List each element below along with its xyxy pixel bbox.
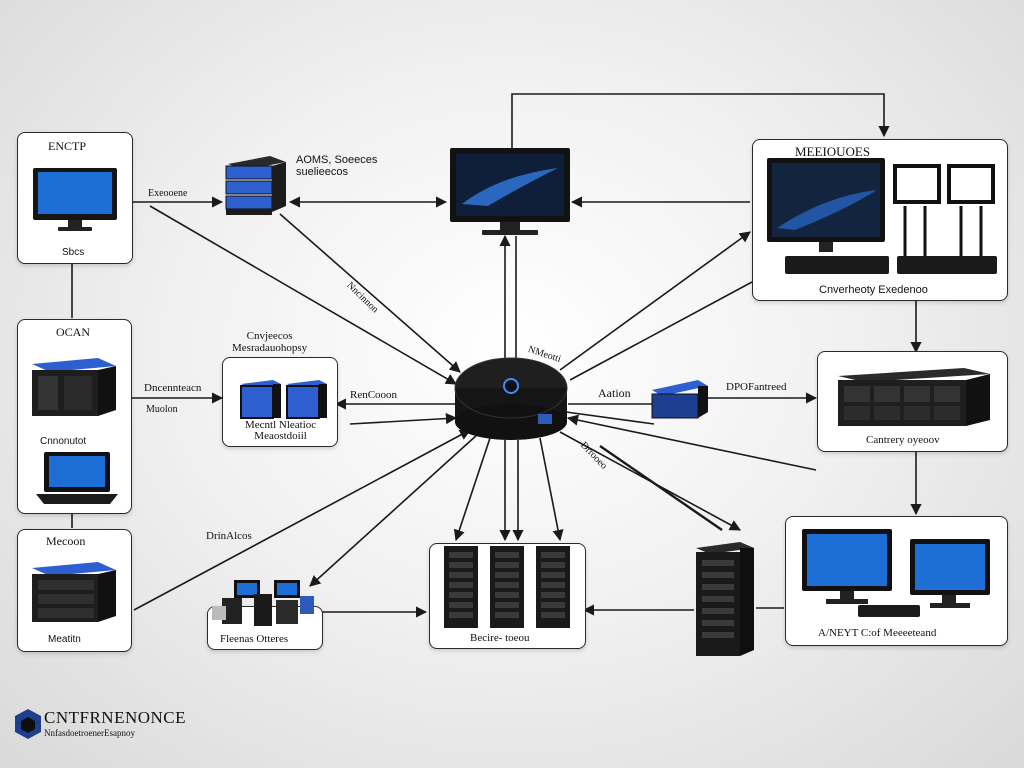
- node-box-mid-right[interactable]: Cantrery oyeoov: [817, 351, 1008, 452]
- server-box-icon: [32, 562, 116, 622]
- cluster-top-label: Cnvjeecos Mesradauohopsy: [232, 330, 308, 355]
- link-hub-topright-a: [559, 231, 751, 371]
- link-hub-bottomleft: [133, 429, 471, 611]
- dual-monitor-icon: [802, 529, 990, 617]
- link-hub-cluster: [309, 433, 479, 587]
- monitor-icon: [33, 168, 117, 231]
- rack-servers-icon: [838, 368, 990, 426]
- server-pair-icon: [240, 380, 327, 419]
- node-caption: Cantrery oyeoov: [866, 434, 940, 446]
- workstation-cluster-icon: [212, 580, 314, 626]
- link-hub-center-left-b: [349, 412, 458, 425]
- cube-logo-icon: [15, 709, 41, 739]
- node-caption: Fleenas Otteres: [220, 633, 289, 645]
- link-hub-bottom-a: [453, 437, 491, 542]
- link-hub-topright-b: [569, 281, 753, 381]
- node-title: ENCTP: [48, 139, 87, 153]
- node-title: OCAN: [56, 325, 91, 339]
- link-hub-topleft: [149, 205, 457, 385]
- node-box-top-left[interactable]: ENCTP Sbcs: [17, 132, 133, 264]
- server-stack-label: AOMS, Soeeces suelieecos: [296, 154, 378, 179]
- node-caption: Meatitn: [48, 634, 81, 645]
- link-hub-stack: [279, 213, 461, 373]
- node-caption: Becire- toeou: [470, 632, 530, 644]
- node-box-mid-left[interactable]: OCAN Cnnonutot: [17, 319, 132, 514]
- tower-servers-icon: [444, 546, 570, 628]
- network-switch-icon[interactable]: [648, 376, 712, 422]
- node-title: Mecoon: [46, 534, 86, 548]
- node-box-center-cluster[interactable]: Mecntl Nleatioc Meaostdoiil: [222, 357, 338, 447]
- central-router-icon[interactable]: [452, 354, 570, 444]
- edge-label: RenCooon: [350, 389, 398, 401]
- laptop-icon: [36, 452, 118, 504]
- node-box-bottom-right[interactable]: A/NEYT C:of Meeeeteand: [785, 516, 1008, 646]
- node-caption: Cnnonutot: [40, 436, 87, 447]
- edge-label: Aation: [598, 386, 631, 400]
- central-monitor-icon[interactable]: [448, 146, 572, 238]
- edge-label: Dncennteacn: [144, 382, 202, 394]
- node-box-top-right[interactable]: MEEIOUOES Cnverheoty Exedenoo: [752, 139, 1008, 301]
- node-caption: Mecntl Nleatioc Meaostdoiil: [245, 419, 317, 442]
- link-hub-midright: [566, 414, 817, 471]
- link-hub-diag-right: [599, 445, 723, 531]
- node-caption: Cnverheoty Exedenoo: [819, 284, 928, 296]
- node-box-bottom-left[interactable]: Mecoon Meatitn: [17, 529, 132, 652]
- node-caption: A/NEYT C:of Meeeeteand: [818, 627, 937, 639]
- link-hub-bottom-d: [539, 437, 564, 542]
- edge-label: Muolon: [146, 404, 178, 415]
- node-box-bottom-center[interactable]: Becire- toeou: [429, 543, 586, 649]
- edge-label: Exeooene: [148, 188, 188, 199]
- edge-label: DPOFantreed: [726, 381, 787, 393]
- server-tower-icon[interactable]: [692, 538, 758, 658]
- link-top-loop: [511, 93, 890, 148]
- server-stack-icon[interactable]: [222, 152, 292, 222]
- workstation-icon: [767, 158, 997, 274]
- link-hub-right-b: [565, 411, 655, 425]
- edge-label: DrinAlcos: [206, 530, 252, 542]
- logo-subtitle: NnfasdoetroenerEsapnoy: [44, 728, 135, 738]
- node-title: MEEIOUOES: [795, 144, 871, 159]
- company-logo: CNTFRNENONCE NnfasdoetroenerEsapnoy: [14, 706, 214, 746]
- server-box-icon: [32, 358, 116, 416]
- logo-title: CNTFRNENONCE: [44, 708, 187, 727]
- node-caption: Sbcs: [62, 247, 85, 258]
